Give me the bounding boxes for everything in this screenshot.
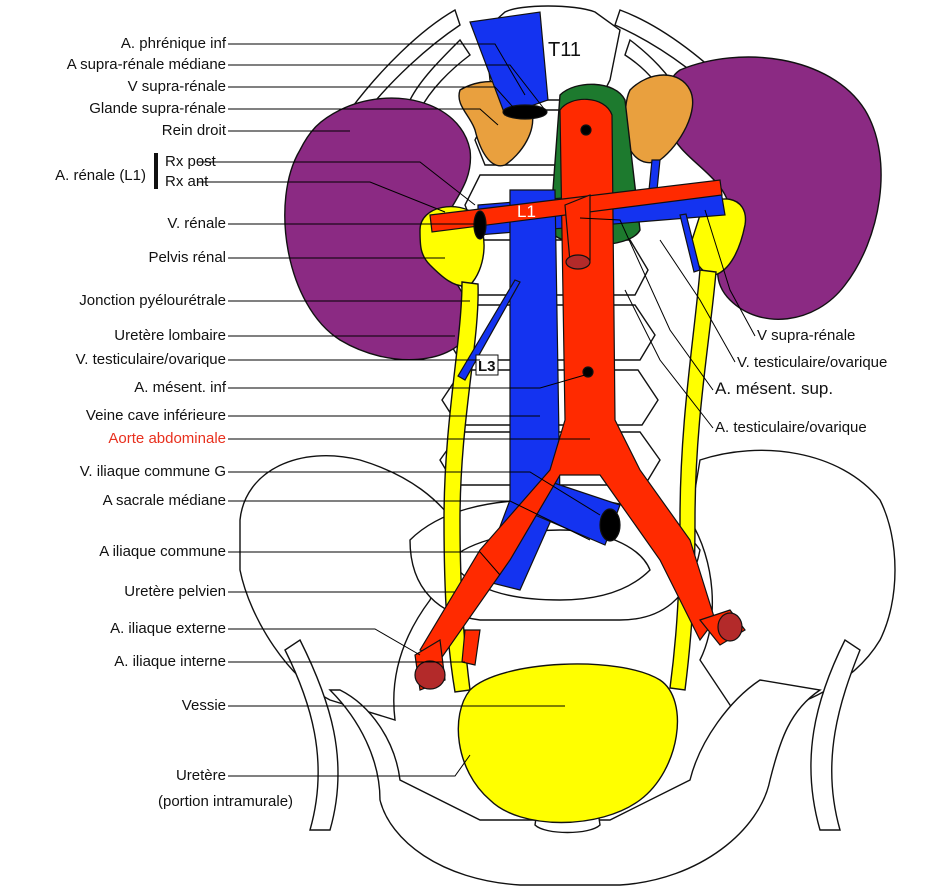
label-jonction-pyeloueretrale: Jonction pyélourétrale (79, 292, 226, 309)
label-uretere: Uretère (176, 767, 226, 784)
label-a-iliaque-commune: A iliaque commune (99, 543, 226, 560)
label-aorte-abdominale: Aorte abdominale (108, 430, 226, 447)
label-a-phrenique-inf: A. phrénique inf (121, 35, 227, 52)
left-labels: A. phrénique inf A supra-rénale médiane … (55, 35, 293, 810)
label-glande-supra-renale: Glande supra-rénale (89, 100, 226, 117)
right-labels: V supra-rénale V. testiculaire/ovarique … (715, 327, 887, 436)
label-veine-cave-inferieure: Veine cave inférieure (86, 407, 226, 424)
vertebra-label-l1: L1 (517, 202, 536, 221)
vertebra-label-l3: L3 (478, 358, 496, 375)
label-vessie: Vessie (182, 697, 226, 714)
label-uretere-lombaire: Uretère lombaire (114, 327, 226, 344)
label-a-testiculaire-right: A. testiculaire/ovarique (715, 419, 867, 436)
label-a-renale-l1: A. rénale (L1) (55, 167, 146, 184)
label-a-iliaque-interne: A. iliaque interne (114, 653, 226, 670)
label-v-iliaque-commune-g: V. iliaque commune G (80, 463, 226, 480)
internal-iliac-artery (462, 630, 480, 665)
label-uretere-pelvien: Uretère pelvien (124, 583, 226, 600)
label-rein-droit: Rein droit (162, 122, 227, 139)
label-a-mesent-inf: A. mésent. inf (134, 379, 227, 396)
label-a-supra-renale-mediane: A supra-rénale médiane (67, 56, 226, 73)
label-v-supra-renale-left: V supra-rénale (757, 327, 855, 344)
label-v-supra-renale-right: V supra-rénale (128, 78, 226, 95)
vertebra-label-t11: T11 (548, 39, 581, 61)
bladder (458, 664, 677, 823)
label-a-sacrale-mediane: A sacrale médiane (103, 492, 226, 509)
label-v-renale: V. rénale (167, 215, 226, 232)
label-a-iliaque-externe: A. iliaque externe (110, 620, 226, 637)
renal-artery-bracket (154, 153, 158, 189)
label-pelvis-renal: Pelvis rénal (148, 249, 226, 266)
label-v-testiculaire-left: V. testiculaire/ovarique (76, 351, 226, 368)
label-portion-intramurale: (portion intramurale) (158, 793, 293, 810)
superior-mesenteric-artery (565, 195, 590, 262)
label-a-mesent-sup: A. mésent. sup. (715, 379, 833, 398)
label-v-testiculaire-right: V. testiculaire/ovarique (737, 354, 887, 371)
